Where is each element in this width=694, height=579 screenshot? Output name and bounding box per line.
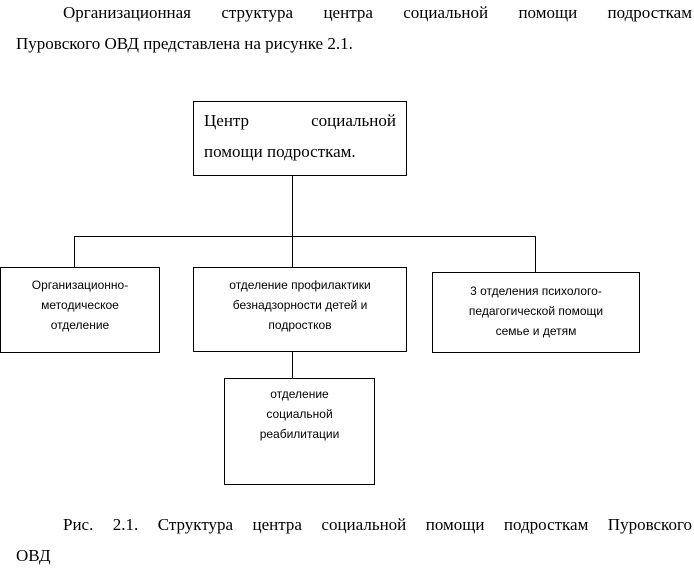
left-node-box: Организационно- методическое отделение [0, 267, 160, 353]
intro-line-2: Пуровского ОВД представлена на рисунке 2… [16, 34, 353, 53]
connector-horizontal-bus [74, 236, 536, 237]
connector-middle-to-bottom [292, 351, 293, 378]
bottom-node-label: отделение социальной реабилитации [259, 387, 340, 441]
caption-line-1: Рис. 2.1. Структура центра социальной по… [63, 515, 692, 534]
root-node-line-2: помощи подросткам. [204, 142, 356, 161]
right-node-box: 3 отделения психолого- педагогической по… [432, 272, 640, 353]
left-node-label: Организационно- методическое отделение [31, 278, 129, 332]
connector-to-right [535, 236, 536, 272]
bottom-node-box: отделение социальной реабилитации [224, 378, 375, 485]
connector-root-down [292, 175, 293, 237]
middle-node-box: отделение профилактики безнадзорности де… [193, 267, 407, 352]
caption-line-2: ОВД [16, 546, 51, 565]
connector-to-middle [292, 236, 293, 267]
intro-line-1: Организационная структура центра социаль… [63, 3, 692, 22]
root-node-line-1: Центр социальной [204, 111, 396, 130]
root-node-box: Центр социальной помощи подросткам. [193, 101, 407, 176]
root-node-label: Центр социальной помощи подросткам. [204, 105, 396, 167]
connector-to-left [74, 236, 75, 267]
figure-caption: Рис. 2.1. Структура центра социальной по… [16, 509, 692, 571]
middle-node-label: отделение профилактики безнадзорности де… [229, 278, 371, 332]
intro-paragraph: Организационная структура центра социаль… [16, 0, 692, 59]
right-node-label: 3 отделения психолого- педагогической по… [468, 284, 604, 338]
